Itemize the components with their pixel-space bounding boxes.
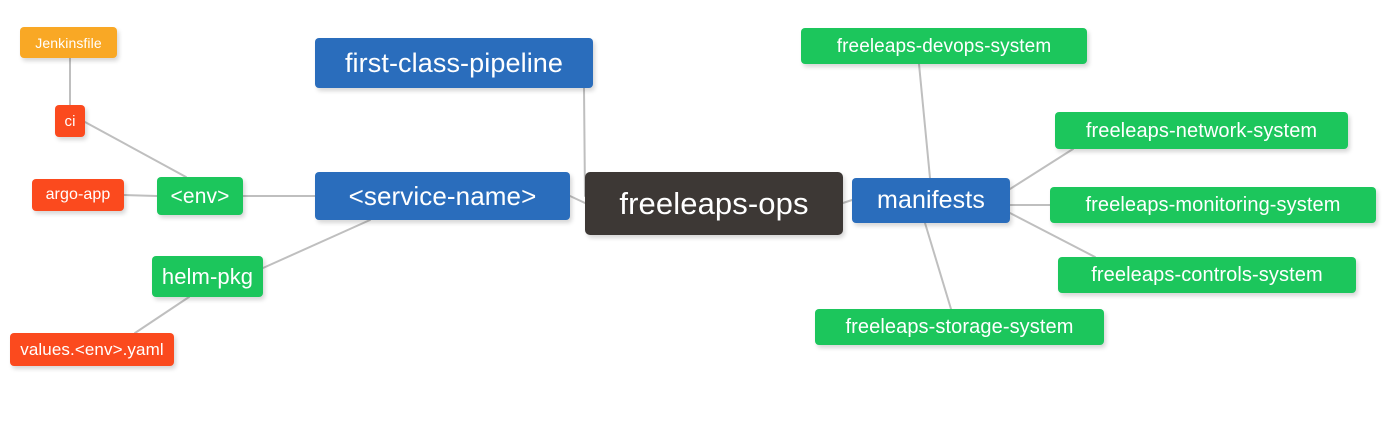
mindmap-node-helm-pkg[interactable]: helm-pkg [152, 256, 263, 297]
mindmap-node-freeleaps-devops-system[interactable]: freeleaps-devops-system [801, 28, 1087, 64]
mindmap-node-freeleaps-ops[interactable]: freeleaps-ops [585, 172, 843, 235]
mindmap-edge-freeleaps-ops-to-service-name [569, 195, 586, 204]
mindmap-node-jenkinsfile[interactable]: Jenkinsfile [20, 27, 117, 58]
mindmap-edge-manifests-to-freeleaps-devops-system [918, 63, 931, 179]
mindmap-edge-service-name-to-helm-pkg [262, 219, 371, 269]
mindmap-node-manifests[interactable]: manifests [852, 178, 1010, 223]
mindmap-node-freeleaps-monitoring-system[interactable]: freeleaps-monitoring-system [1050, 187, 1376, 223]
mindmap-node-service-name[interactable]: <service-name> [315, 172, 570, 220]
mindmap-edge-env-to-argo-app [123, 194, 158, 197]
mindmap-node-first-class-pipeline[interactable]: first-class-pipeline [315, 38, 593, 88]
mindmap-node-freeleaps-controls-system[interactable]: freeleaps-controls-system [1058, 257, 1356, 293]
mindmap-node-freeleaps-network-system[interactable]: freeleaps-network-system [1055, 112, 1348, 149]
mindmap-node-argo-app[interactable]: argo-app [32, 179, 124, 211]
mindmap-node-freeleaps-storage-system[interactable]: freeleaps-storage-system [815, 309, 1104, 345]
mindmap-edge-manifests-to-freeleaps-storage-system [924, 222, 952, 310]
mindmap-edge-helm-pkg-to-values-env-yaml [134, 296, 190, 334]
mindmap-edge-env-to-ci [84, 121, 187, 178]
mindmap-edge-freeleaps-ops-to-manifests [842, 199, 853, 204]
mindmap-node-ci[interactable]: ci [55, 105, 85, 137]
mindmap-node-values-env-yaml[interactable]: values.<env>.yaml [10, 333, 174, 366]
mindmap-node-env[interactable]: <env> [157, 177, 243, 215]
mindmap-edge-manifests-to-freeleaps-network-system [1009, 148, 1074, 190]
